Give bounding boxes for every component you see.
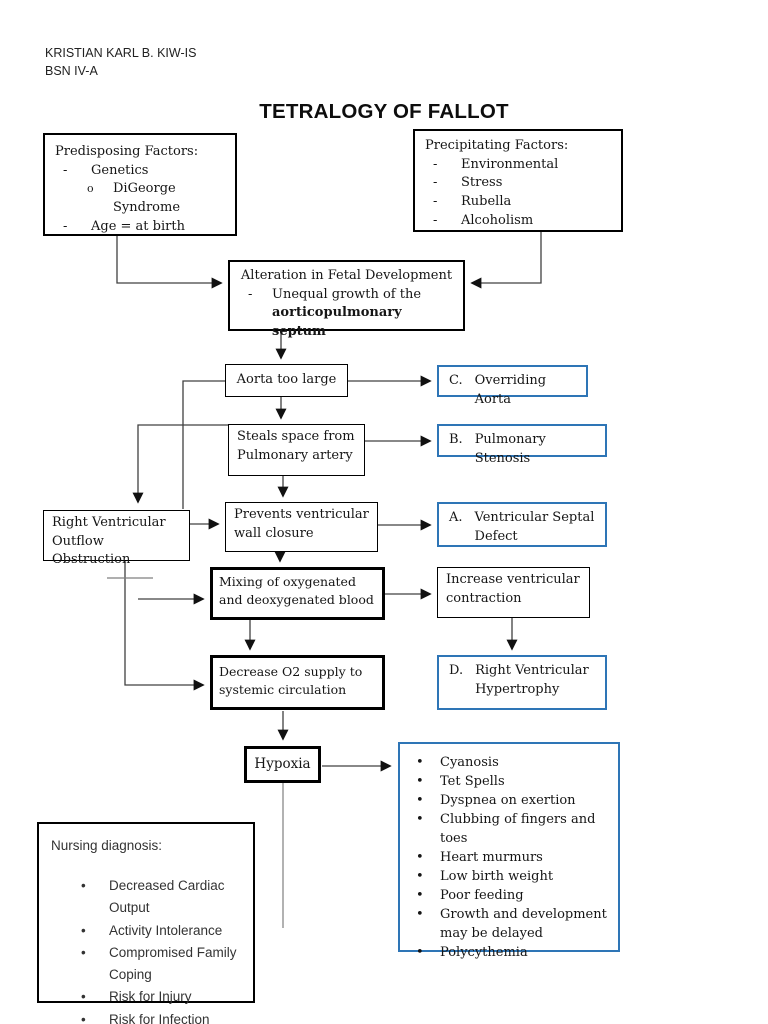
precipitating-item: Environmental	[425, 156, 615, 175]
option-text: Right Ventricular Hypertrophy	[475, 663, 589, 697]
list-item: Compromised Family Coping	[77, 942, 245, 985]
nursing-list: Decreased Cardiac OutputActivity Intoler…	[51, 875, 245, 1024]
box-hypoxia: Hypoxia	[244, 746, 321, 783]
option-text: Overriding Aorta	[474, 373, 547, 407]
alteration-title: Alteration in Fetal Development	[240, 268, 453, 283]
student-section: BSN IV-A	[45, 64, 98, 79]
arrow-steals-to-rvoo	[132, 424, 228, 504]
predisposing-item: Genetics	[55, 162, 229, 181]
box-prevents-wall-closure: Prevents ventricular wall closure	[225, 502, 378, 552]
list-item: Dyspnea on exertion	[412, 792, 612, 811]
box-mixing-blood: Mixing of oxygenated and deoxygenated bl…	[210, 567, 385, 620]
box-label: Steals space from Pulmonary artery	[237, 429, 355, 463]
box-predisposing-factors: Predisposing Factors: Genetics DiGeorge …	[43, 133, 237, 236]
list-item: Decreased Cardiac Output	[77, 875, 245, 918]
box-label: Mixing of oxygenated and deoxygenated bl…	[219, 574, 374, 607]
predisposing-heading: Predisposing Factors:	[55, 144, 199, 159]
precipitating-heading: Precipitating Factors:	[425, 138, 569, 153]
list-item: Risk for Infection	[77, 1009, 245, 1024]
option-letter: A.	[449, 510, 463, 525]
predisposing-item: Age = at birth	[55, 218, 229, 237]
box-label: Right Ventricular Outflow Obstruction	[52, 515, 166, 568]
predisposing-subitem: DiGeorge Syndrome	[55, 180, 229, 217]
list-item: Growth and development may be delayed	[412, 906, 612, 944]
box-label: Aorta too large	[236, 372, 337, 388]
list-item: Heart murmurs	[412, 849, 612, 868]
student-info: KRISTIAN KARL B. KIW-IS BSN IV-A	[45, 44, 196, 80]
option-text: Pulmonary Stenosis	[474, 432, 546, 466]
box-decrease-o2-supply: Decrease O2 supply to systemic circulati…	[210, 655, 385, 710]
arrow-rvoo-to-decrease	[124, 561, 205, 691]
box-label: Hypoxia	[254, 755, 311, 772]
box-pulmonary-stenosis: B. Pulmonary Stenosis	[437, 424, 607, 466]
box-label: Decrease O2 supply to systemic circulati…	[219, 664, 363, 697]
option-letter: B.	[449, 432, 463, 447]
symptoms-list: CyanosisTet SpellsDyspnea on exertionClu…	[406, 754, 612, 963]
box-increase-contraction: Increase ventricular contraction	[437, 567, 590, 618]
box-overriding-aorta: C. Overriding Aorta	[437, 365, 588, 407]
precipitating-item: Alcoholism	[425, 212, 615, 231]
box-rv-outflow-obstruction: Right Ventricular Outflow Obstruction	[43, 510, 190, 567]
alteration-detail: Unequal growth of the	[238, 286, 455, 305]
list-item: Poor feeding	[412, 887, 612, 906]
box-steals-space: Steals space from Pulmonary artery	[228, 424, 365, 476]
box-rv-hypertrophy: D. Right Ventricular Hypertrophy	[437, 655, 607, 710]
list-item: Cyanosis	[412, 754, 612, 773]
option-letter: D.	[449, 663, 464, 678]
line-aorta-to-rvoo	[182, 380, 228, 509]
student-name: KRISTIAN KARL B. KIW-IS	[45, 46, 197, 60]
nursing-heading: Nursing diagnosis:	[51, 838, 163, 853]
box-symptoms: CyanosisTet SpellsDyspnea on exertionClu…	[398, 742, 620, 963]
arrow-precipitating-to-alteration	[470, 232, 542, 289]
list-item: Risk for Injury	[77, 986, 245, 1008]
box-label: Prevents ventricular wall closure	[234, 507, 369, 541]
precipitating-item: Rubella	[425, 193, 615, 212]
arrow-predisposing-to-alteration	[116, 236, 223, 289]
option-letter: C.	[449, 373, 463, 388]
box-precipitating-factors: Precipitating Factors: Environmental Str…	[413, 129, 623, 232]
box-alteration-fetal-development: Alteration in Fetal Development Unequal …	[228, 260, 465, 339]
list-item: Low birth weight	[412, 868, 612, 887]
list-item: Clubbing of fingers and toes	[412, 811, 612, 849]
box-label: Increase ventricular contraction	[446, 572, 580, 606]
alteration-detail-bold: aorticopulmonary septum	[272, 305, 402, 340]
list-item: Polycythemia	[412, 944, 612, 963]
box-nursing-diagnosis: Nursing diagnosis: Decreased Cardiac Out…	[37, 822, 255, 1024]
box-ventricular-septal-defect: A. Ventricular Septal Defect	[437, 502, 607, 547]
precipitating-item: Stress	[425, 174, 615, 193]
list-item: Activity Intolerance	[77, 920, 245, 942]
list-item: Tet Spells	[412, 773, 612, 792]
option-text: Ventricular Septal Defect	[474, 510, 595, 544]
page-title: TETRALOGY OF FALLOT	[259, 100, 509, 123]
box-aorta-too-large: Aorta too large	[225, 364, 348, 397]
